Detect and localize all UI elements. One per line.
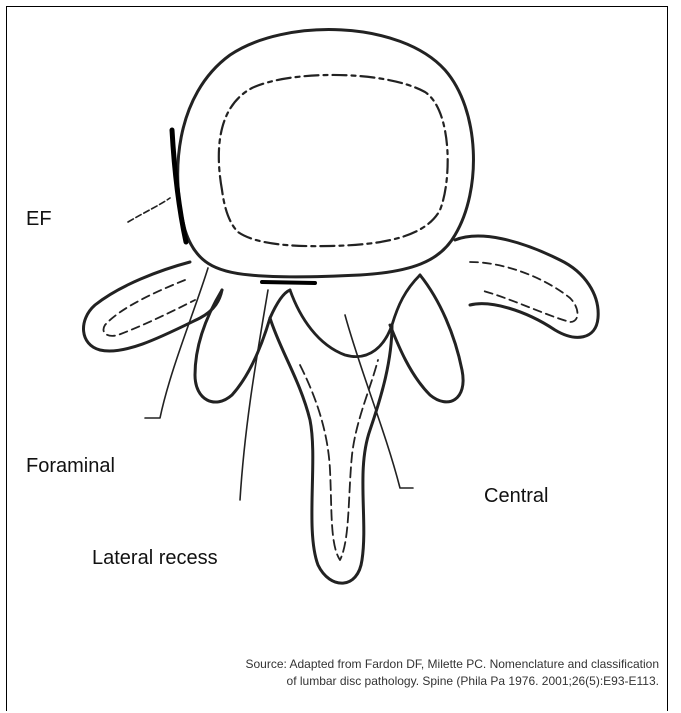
label-ef: EF — [26, 208, 52, 231]
spinous-process — [270, 318, 392, 583]
spinal-canal — [290, 275, 420, 357]
source-line-2: of lumbar disc pathology. Spine (Phila P… — [245, 673, 659, 690]
source-citation: Source: Adapted from Fardon DF, Milette … — [245, 656, 659, 690]
ef-leader — [128, 198, 170, 222]
left-lamina — [195, 290, 290, 402]
vertebral-body-outline — [178, 30, 474, 277]
label-lateral-recess: Lateral recess — [92, 547, 218, 570]
lateral-recess-leader — [240, 290, 268, 500]
vertebral-body-inner — [219, 75, 448, 246]
right-lamina — [390, 275, 463, 402]
label-central: Central — [484, 485, 548, 508]
label-foraminal: Foraminal — [26, 455, 115, 478]
right-transverse-process — [455, 236, 598, 337]
source-line-1: Source: Adapted from Fardon DF, Milette … — [245, 656, 659, 673]
lateral-recess-thick-line — [262, 282, 315, 283]
